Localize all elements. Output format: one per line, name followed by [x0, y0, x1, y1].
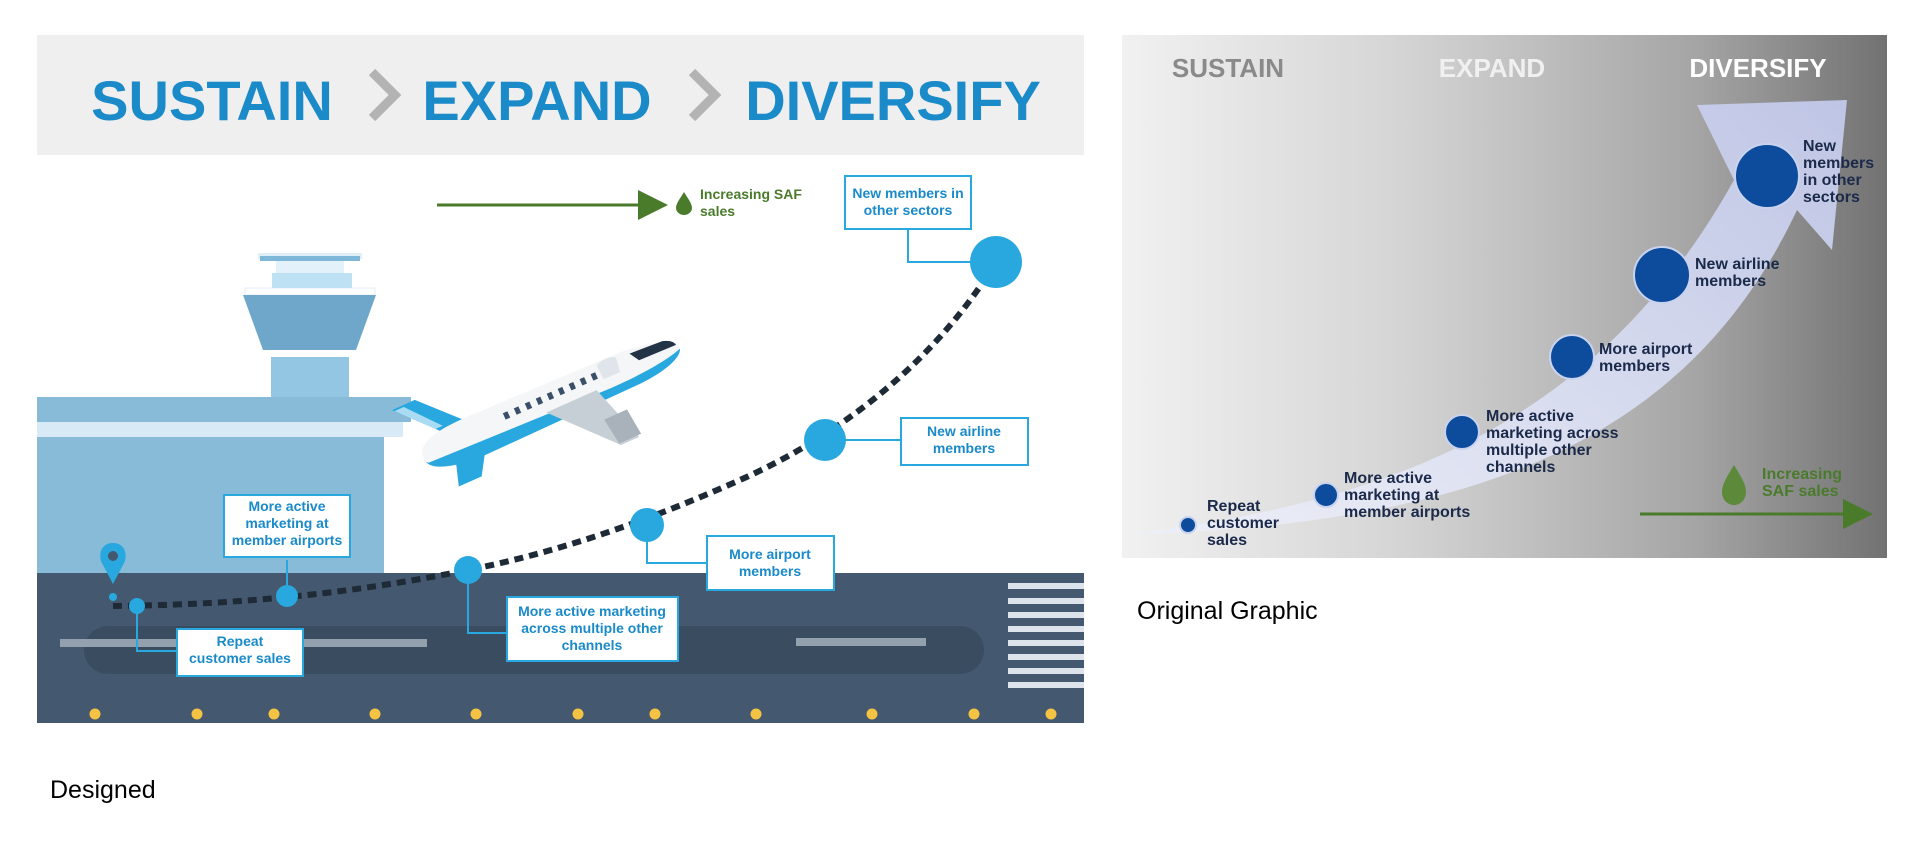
designed-graphic: SUSTAIN EXPAND DIVERSIFY [37, 35, 1084, 723]
svg-text:New: New [1803, 138, 1836, 155]
original-bubble-repeat [1179, 516, 1197, 534]
milestone-label-airport-members: More airport members [706, 535, 835, 591]
svg-text:member airports: member airports [232, 532, 343, 548]
chevron-right-icon [368, 68, 402, 122]
original-bubble-airport-members [1549, 334, 1595, 380]
svg-text:Repeat: Repeat [217, 633, 264, 649]
svg-text:members: members [1803, 155, 1874, 172]
control-tower-illustration [243, 253, 376, 397]
chevron-right-icon [688, 68, 722, 122]
svg-text:other sectors: other sectors [864, 202, 953, 218]
svg-text:marketing at: marketing at [1344, 487, 1440, 504]
svg-text:in other: in other [1803, 172, 1862, 189]
svg-text:across multiple other: across multiple other [521, 620, 663, 636]
original-label-multiple-channels: More active marketing across multiple ot… [1486, 408, 1619, 476]
svg-text:channels: channels [562, 637, 623, 653]
original-bubble-member-airports [1313, 482, 1339, 508]
milestone-label-member-airports: More active marketing at member airports [223, 494, 351, 558]
original-graphic: SUSTAIN EXPAND DIVERSIFY Repeat customer… [1122, 35, 1887, 558]
svg-text:members: members [1599, 358, 1670, 375]
svg-text:channels: channels [1486, 459, 1555, 476]
svg-text:Repeat: Repeat [1207, 498, 1261, 515]
svg-text:member airports: member airports [1344, 504, 1470, 521]
milestone-label-airline-members: New airline members [900, 417, 1029, 466]
milestone-dot-multiple-channels [454, 556, 482, 584]
original-bubble-multiple-channels [1444, 414, 1480, 450]
location-pin-icon [100, 543, 126, 601]
svg-text:members: members [1695, 273, 1766, 290]
milestone-label-multiple-channels: More active marketing across multiple ot… [506, 596, 679, 662]
original-label-airline-members: New airline members [1695, 256, 1780, 290]
svg-text:sales: sales [1207, 532, 1247, 549]
svg-text:marketing at: marketing at [245, 515, 329, 531]
original-label-airport-members: More airport members [1599, 341, 1693, 375]
saf-label-line2: sales [700, 203, 735, 219]
original-fuel-drop-icon [1722, 465, 1746, 505]
milestone-dot-other-sectors [970, 236, 1022, 288]
svg-text:More active: More active [1344, 470, 1432, 487]
svg-text:More airport: More airport [1599, 341, 1693, 358]
milestone-label-other-sectors: New members in other sectors [844, 175, 972, 230]
original-saf-label-line2: SAF sales [1762, 483, 1839, 500]
svg-text:More active: More active [248, 498, 325, 514]
svg-text:multiple other: multiple other [1486, 442, 1592, 459]
fuel-drop-icon [676, 192, 692, 215]
svg-text:More active: More active [1486, 408, 1574, 425]
milestone-label-repeat: Repeat customer sales [176, 628, 304, 677]
original-label-member-airports: More active marketing at member airports [1344, 470, 1470, 521]
svg-text:New airline: New airline [927, 423, 1001, 439]
original-label-repeat: Repeat customer sales [1207, 498, 1279, 549]
svg-text:marketing across: marketing across [1486, 425, 1619, 442]
svg-text:New members in: New members in [852, 185, 963, 201]
header-band [37, 35, 1084, 155]
saf-label-line1: Increasing SAF [700, 186, 802, 202]
runway-threshold-stripes [1008, 583, 1084, 688]
original-step-diversify: DIVERSIFY [1689, 53, 1826, 83]
milestone-dot-repeat [129, 598, 145, 614]
original-bubble-airline-members [1633, 246, 1691, 304]
header-step-diversify: DIVERSIFY [745, 69, 1041, 132]
original-label-other-sectors: New members in other sectors [1803, 138, 1874, 206]
caption-original-graphic: Original Graphic [1137, 597, 1318, 625]
milestone-dot-airline-members [804, 419, 846, 461]
milestone-dot-airport-members [630, 508, 664, 542]
runway-marking [796, 638, 926, 646]
growth-path [112, 260, 999, 609]
svg-text:New airline: New airline [1695, 256, 1780, 273]
svg-text:customer: customer [1207, 515, 1279, 532]
header-step-sustain: SUSTAIN [91, 69, 333, 132]
original-growth-arrow [1122, 100, 1847, 535]
original-step-sustain: SUSTAIN [1172, 53, 1284, 83]
svg-text:members: members [739, 563, 801, 579]
original-saf-label-line1: Increasing [1762, 466, 1842, 483]
svg-text:More airport: More airport [729, 546, 811, 562]
airplane-illustration [391, 340, 680, 487]
svg-text:customer sales: customer sales [189, 650, 291, 666]
original-step-expand: EXPAND [1439, 53, 1545, 83]
header-step-expand: EXPAND [422, 69, 651, 132]
milestone-dot-member-airports [276, 585, 298, 607]
original-bubble-other-sectors [1734, 143, 1800, 209]
svg-text:More active marketing: More active marketing [518, 603, 666, 619]
runway-lights [89, 708, 1057, 720]
svg-text:sectors: sectors [1803, 189, 1860, 206]
caption-designed: Designed [50, 776, 156, 804]
svg-text:members: members [933, 440, 995, 456]
